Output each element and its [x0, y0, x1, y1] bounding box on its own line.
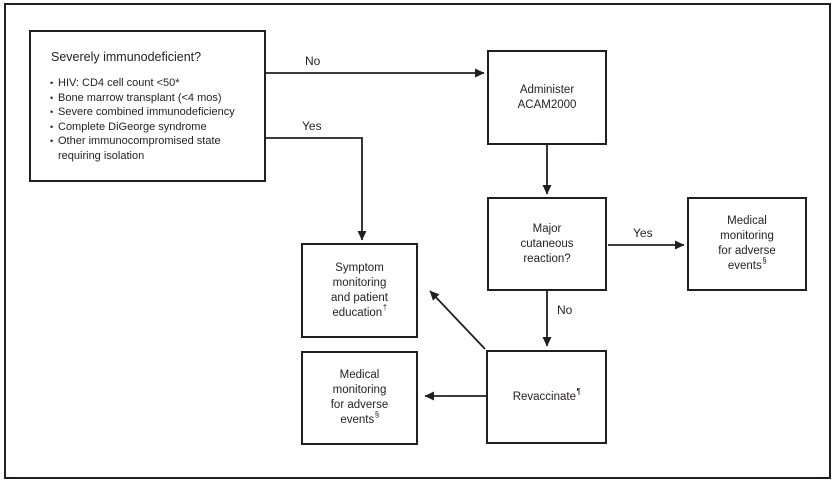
medical-monitoring-bottom-box: Medical monitoring for adverse events§ [301, 351, 418, 445]
footnote-marker: ¶ [576, 386, 581, 396]
screening-question-box: Severely immunodeficient? • HIV: CD4 cel… [29, 30, 266, 182]
arrow-revaccinate-to-symptom [429, 290, 486, 350]
node-label-line: Major [532, 222, 562, 235]
node-label-line: for adverse [330, 399, 389, 411]
node-label-line: monitoring [332, 384, 387, 396]
revaccinate-box: Revaccinate¶ [486, 350, 607, 444]
node-label-line: Medical [727, 215, 767, 227]
bullet-icon: • [50, 92, 54, 103]
node-label-line: Administer [519, 83, 575, 96]
figure-border [4, 3, 831, 479]
bullet-icon: • [50, 107, 54, 117]
footnote-marker: § [762, 256, 767, 266]
administer-acam2000-box: Administer ACAM2000 [487, 50, 607, 145]
node-label-line: monitoring [720, 230, 774, 242]
node-label-line: education† [332, 302, 388, 319]
node-label-line: Revaccinate¶ [512, 386, 581, 403]
node-label-line: events§ [340, 410, 380, 426]
symptom-monitoring-box: Symptom monitoring and patient education… [301, 243, 418, 338]
screening-criterion: • Bone marrow transplant (<4 mos) [50, 91, 222, 104]
bullet-icon: • [50, 136, 54, 146]
node-label-line: events§ [727, 256, 767, 272]
screening-criterion: • Complete DiGeorge syndrome [50, 120, 207, 133]
node-label-line: Medical [339, 369, 380, 381]
screening-criterion: • Severe combined immunodeficiency [50, 106, 235, 118]
node-label-line: and patient [331, 291, 388, 304]
screening-question-title: Severely immunodeficient? [51, 50, 202, 64]
edge-label-no: No [556, 303, 574, 317]
screening-criterion: • HIV: CD4 cell count <50* [50, 77, 180, 89]
node-label-line: cutaneous [520, 237, 574, 250]
edge-label-yes: Yes [301, 119, 323, 133]
node-label-line: monitoring [332, 276, 387, 289]
node-label-line: Symptom [335, 261, 384, 274]
footnote-marker: † [382, 302, 388, 312]
footnote-marker: § [374, 410, 380, 420]
medical-monitoring-right-box: Medical monitoring for adverse events§ [687, 197, 807, 291]
edge-label-no: No [304, 54, 322, 68]
node-label-line: ACAM2000 [517, 98, 577, 111]
major-cutaneous-reaction-box: Major cutaneous reaction? [487, 197, 607, 291]
bullet-icon: • [50, 121, 54, 132]
node-label-line: for adverse [718, 245, 776, 257]
arrow-yes-to-symptom [266, 137, 367, 241]
screening-criterion: • Other immunocompromised state requirin… [50, 135, 221, 162]
bullet-icon: • [50, 78, 54, 88]
node-label-line: reaction? [523, 252, 571, 265]
edge-label-yes: Yes [632, 226, 654, 240]
